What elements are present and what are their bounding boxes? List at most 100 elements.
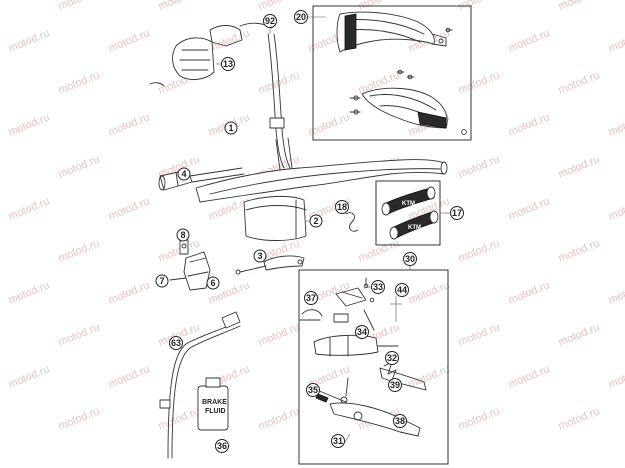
watermark-text: motod.ru (607, 279, 625, 306)
brake-fluid-bottle: BRAKE FLUID (197, 377, 229, 431)
watermark-text: motod.ru (57, 405, 102, 432)
watermark-text: motod.ru (507, 111, 552, 138)
svg-text:44: 44 (397, 285, 407, 295)
callout-1[interactable]: 1 (224, 121, 238, 135)
callout-6[interactable]: 6 (206, 276, 220, 290)
watermark-text: motod.ru (257, 405, 302, 432)
watermark-text: motod.ru (57, 0, 102, 13)
svg-text:39: 39 (390, 380, 400, 390)
callout-39[interactable]: 39 (388, 378, 402, 392)
watermark-text: motod.ru (107, 279, 152, 306)
watermark-text: motod.ru (107, 111, 152, 138)
watermark-text: motod.ru (257, 321, 302, 348)
watermark-text: motod.ru (257, 0, 302, 13)
handlebar-pad (243, 195, 307, 241)
watermark-text: motod.ru (7, 111, 52, 138)
watermark-text: motod.ru (557, 69, 602, 96)
watermark-text: motod.ru (557, 0, 602, 13)
watermark-text: motod.ru (57, 69, 102, 96)
watermark-text: motod.ru (57, 237, 102, 264)
grip-upper: KTM (381, 186, 436, 216)
cable-clip (345, 212, 359, 232)
callout-20[interactable]: 20 (294, 10, 308, 24)
callout-7[interactable]: 7 (155, 274, 169, 288)
callout-32[interactable]: 32 (385, 351, 399, 365)
watermark-text: motod.ru (507, 363, 552, 390)
svg-text:36: 36 (217, 441, 227, 451)
watermark-text: motod.ru (557, 153, 602, 180)
watermark-text: motod.ru (0, 69, 1, 96)
callout-2[interactable]: 2 (309, 214, 323, 228)
handguard-upper (336, 11, 453, 80)
master-cylinder-group-box (298, 269, 449, 465)
svg-text:8: 8 (180, 230, 185, 240)
svg-text:30: 30 (405, 254, 415, 264)
watermark-text: motod.ru (7, 363, 52, 390)
bottle-label-line-2: FLUID (205, 408, 226, 415)
watermark-text: motod.ru (607, 111, 625, 138)
watermark-text: motod.ru (0, 153, 1, 180)
handlebar-mount (149, 25, 243, 87)
watermark-text: motod.ru (157, 405, 202, 432)
callout-63[interactable]: 63 (169, 336, 183, 350)
watermark-text: motod.ru (207, 27, 252, 54)
svg-text:18: 18 (337, 202, 347, 212)
watermark-text: motod.ru (607, 27, 625, 54)
callout-18[interactable]: 18 (335, 200, 349, 214)
callout-38[interactable]: 38 (393, 414, 407, 428)
svg-text:13: 13 (223, 59, 233, 69)
callout-3[interactable]: 3 (253, 249, 267, 263)
svg-text:2: 2 (313, 216, 318, 226)
handlebar (195, 137, 448, 203)
watermark-text: motod.ru (457, 69, 502, 96)
grip-lower: KTM (389, 210, 439, 240)
svg-text:32: 32 (387, 353, 397, 363)
svg-text:35: 35 (308, 385, 318, 395)
master-cylinder (313, 277, 427, 391)
callout-35[interactable]: 35 (306, 383, 320, 397)
watermark-text: motod.ru (507, 195, 552, 222)
svg-text:4: 4 (181, 169, 186, 179)
watermark-text: motod.ru (57, 153, 102, 180)
lever-pivot (345, 377, 363, 421)
svg-text:33: 33 (373, 282, 383, 292)
brake-hose (159, 311, 241, 459)
watermark-text: motod.ru (507, 27, 552, 54)
watermark-text: motod.ru (557, 237, 602, 264)
callout-37[interactable]: 37 (304, 291, 318, 305)
svg-text:92: 92 (265, 16, 275, 26)
adjuster-screw (299, 309, 323, 321)
watermark-text: motod.ru (407, 279, 452, 306)
watermark-text: motod.ru (107, 195, 152, 222)
callout-44[interactable]: 44 (395, 283, 409, 297)
callout-34[interactable]: 34 (355, 325, 369, 339)
callout-17[interactable]: 17 (450, 206, 464, 220)
watermark-text: motod.ru (357, 237, 402, 264)
grip-brand-upper: KTM (402, 201, 415, 207)
callout-4[interactable]: 4 (177, 167, 191, 181)
callout-31[interactable]: 31 (331, 434, 345, 448)
watermark-text: motod.ru (457, 153, 502, 180)
callout-8[interactable]: 8 (176, 228, 190, 242)
callout-33[interactable]: 33 (371, 280, 385, 294)
svg-text:37: 37 (306, 293, 316, 303)
svg-text:63: 63 (171, 338, 181, 348)
handguard-lower (349, 87, 467, 135)
callout-92[interactable]: 92 (263, 14, 277, 28)
callout-30[interactable]: 30 (403, 252, 417, 266)
grip-brand-lower: KTM (408, 225, 421, 231)
watermark-text: motod.ru (607, 195, 625, 222)
callout-13[interactable]: 13 (221, 57, 235, 71)
watermark-text: motod.ru (0, 0, 1, 13)
svg-text:7: 7 (159, 276, 164, 286)
watermark-text: motod.ru (507, 279, 552, 306)
watermark-text: motod.ru (0, 237, 1, 264)
watermark-text: motod.ru (557, 321, 602, 348)
watermark-text: motod.ru (157, 0, 202, 13)
lever-bracket (235, 255, 305, 275)
watermark-text: motod.ru (557, 405, 602, 432)
callout-36[interactable]: 36 (215, 439, 229, 453)
brake-lever (311, 387, 421, 437)
watermark-text: motod.ru (607, 363, 625, 390)
